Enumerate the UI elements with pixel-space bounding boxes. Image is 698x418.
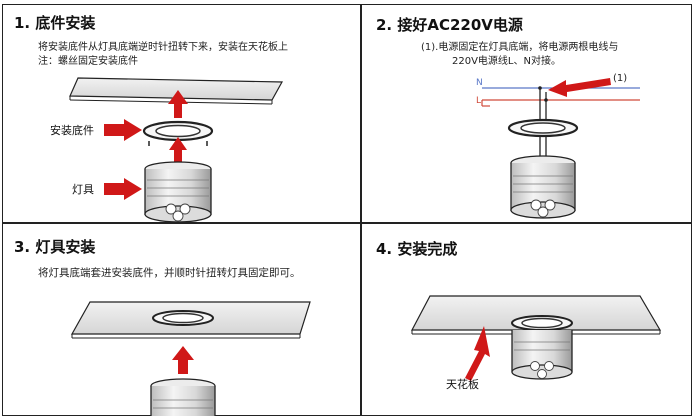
panel2-illustration [481,78,640,219]
panel3-illustration [70,301,311,416]
step4-title: 4. 安装完成 [376,240,458,258]
arrow-diagonal-icon [465,326,490,381]
step1-desc-line2: 注：螺丝固定安装底件 [38,56,138,67]
lamp-body [144,161,212,223]
panel1-illustration [69,77,284,223]
lamp-body [510,155,576,219]
divider-horizontal [2,222,692,224]
installed-lamp [511,315,573,380]
arrow-up-icon [172,346,194,374]
arrow-up-icon [169,137,187,162]
arrow-right-icon [104,178,142,200]
step2-title: 2. 接好AC220V电源 [376,16,523,34]
step1-desc-line1: 将安装底件从灯具底端逆时针扭转下来，安装在天花板上 [38,42,288,53]
lamp-body [150,378,216,416]
label-ceiling: 天花板 [446,378,479,391]
step2-marker: (1) [613,73,628,84]
outer-frame [2,4,692,416]
wire-l-label: L [476,96,482,106]
arrow-right-icon [104,119,142,141]
arrow-up-icon [168,90,188,118]
divider-vertical [360,4,362,416]
wire-n-label: N [476,78,483,88]
label-mounting-base: 安装底件 [50,124,94,137]
step1-title: 1. 底件安装 [14,14,96,32]
step2-desc-line2: 220V电源线L、N对接。 [452,56,561,67]
step3-title: 3. 灯具安装 [14,238,96,256]
arrow-left-icon [548,78,611,97]
label-lamp: 灯具 [72,183,94,196]
step2-desc-line1: (1).电源固定在灯具底端，将电源两根电线与 [421,42,619,53]
panel4-illustration [411,295,662,381]
step3-desc-line1: 将灯具底端套进安装底件，并顺时针扭转灯具固定即可。 [38,267,301,279]
